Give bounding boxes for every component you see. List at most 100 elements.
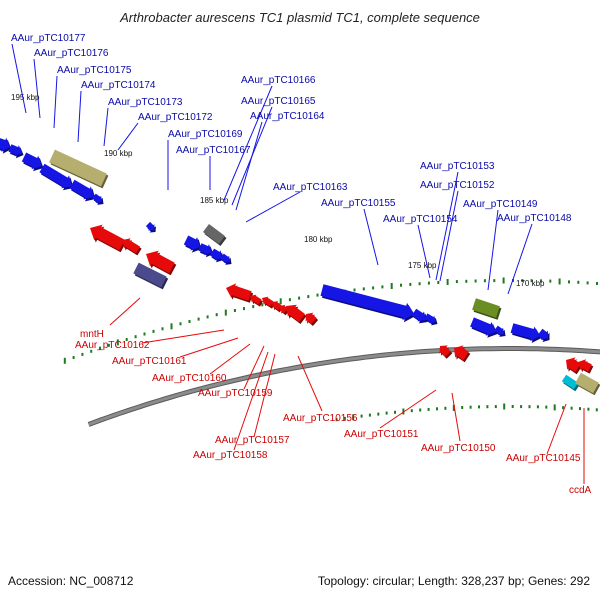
tick-mark <box>521 279 524 283</box>
gene-arrow-reverse <box>578 359 592 372</box>
tick-mark <box>483 279 486 283</box>
tick-mark <box>307 295 310 299</box>
reverse-gene-callout-line <box>243 345 265 390</box>
tick-mark <box>562 406 565 410</box>
tick-mark <box>595 408 598 412</box>
tick-mark <box>179 322 182 326</box>
tick-mark <box>528 405 531 409</box>
tick-mark <box>143 332 146 336</box>
tick-mark <box>596 282 598 285</box>
tick-mark <box>478 405 480 409</box>
gene-box <box>472 298 500 318</box>
gene-arrow-forward <box>494 325 504 335</box>
gene-arrow-reverse <box>439 345 451 357</box>
tick-mark <box>394 410 396 414</box>
forward-gene-label: AAur_pTC10148 <box>497 213 572 224</box>
gene-arrow-forward <box>39 163 72 189</box>
gene-box <box>49 149 107 187</box>
gene-arrow-reverse <box>146 250 175 274</box>
tick-mark <box>360 414 363 418</box>
tick-mark <box>570 406 573 410</box>
reverse-gene-callout-line <box>179 337 239 358</box>
reverse-gene-label: AAur_pTC10158 <box>193 450 268 461</box>
gene-box <box>133 262 167 288</box>
gene-box <box>561 374 579 390</box>
gene-arrow-reverse <box>279 304 288 314</box>
tick-mark <box>233 309 236 312</box>
gene-arrow-reverse <box>286 304 305 322</box>
reverse-gene-label: mntH <box>80 329 104 340</box>
tick-mark <box>288 298 291 302</box>
tick-mark <box>279 298 282 305</box>
forward-gene-label: AAur_pTC10172 <box>138 112 213 123</box>
forward-gene-label: AAur_pTC10154 <box>383 214 458 225</box>
tick-mark <box>486 405 489 409</box>
forward-gene-label: AAur_pTC10153 <box>420 161 495 172</box>
gene-arrow-forward <box>21 152 42 170</box>
gene-arrow-forward <box>183 235 200 251</box>
forward-gene-label: AAur_pTC10169 <box>168 129 243 140</box>
reverse-gene-label: AAur_pTC10151 <box>344 429 419 440</box>
tick-mark <box>116 339 119 346</box>
tick-mark <box>503 403 506 410</box>
tick-mark <box>494 405 497 409</box>
reverse-gene-label: AAur_pTC10157 <box>215 435 290 446</box>
forward-gene-label: AAur_pTC10176 <box>34 48 109 59</box>
tick-mark <box>81 352 84 356</box>
gene-arrow-forward <box>209 248 222 261</box>
tick-mark <box>90 349 93 353</box>
forward-gene-label: AAur_pTC10177 <box>11 33 86 44</box>
tick-mark <box>385 411 388 415</box>
reverse-gene-label: ccdA <box>569 485 592 496</box>
tick-mark <box>545 405 548 409</box>
forward-gene-callout-line <box>507 223 533 295</box>
forward-gene-label: AAur_pTC10175 <box>57 65 132 76</box>
tick-mark <box>437 281 440 284</box>
forward-gene-callout-line <box>53 75 58 129</box>
forward-gene-label: AAur_pTC10163 <box>273 182 348 193</box>
gene-arrow-reverse <box>90 224 125 251</box>
forward-gene-callout-line <box>439 190 459 282</box>
forward-gene-callout-line <box>33 58 41 119</box>
gene-arrow-reverse <box>122 238 141 254</box>
tick-mark <box>469 405 472 409</box>
tick-mark <box>125 338 128 341</box>
reverse-gene-callout-line <box>379 389 437 429</box>
reverse-gene-label: AAur_pTC10161 <box>112 356 187 367</box>
forward-gene-label: AAur_pTC10166 <box>241 75 316 86</box>
reverse-gene-label: AAur_pTC10162 <box>75 340 150 351</box>
reverse-gene-callout-line <box>209 343 251 375</box>
gene-arrow-forward <box>198 243 212 256</box>
reverse-gene-label: AAur_pTC10145 <box>506 453 581 464</box>
tick-mark <box>261 303 264 307</box>
tick-mark <box>63 357 66 364</box>
tick-mark <box>368 413 371 417</box>
tick-mark <box>418 282 421 286</box>
tick-mark <box>298 296 301 300</box>
tick-mark <box>427 281 430 285</box>
scale-label: 190 kbp <box>104 149 133 158</box>
gene-arrow-reverse <box>250 294 262 305</box>
reverse-gene-callout-line <box>451 392 461 442</box>
tick-mark <box>197 317 200 321</box>
tick-mark <box>587 407 590 411</box>
tick-mark <box>511 405 514 408</box>
gene-arrow-reverse <box>566 357 581 373</box>
tick-mark <box>586 281 589 285</box>
scale-label: 175 kbp <box>408 261 437 270</box>
reverse-gene-callout-line <box>253 353 276 438</box>
scale-label: 180 kbp <box>304 235 333 244</box>
tick-mark <box>188 320 191 323</box>
tick-mark <box>206 315 209 319</box>
tick-mark <box>410 409 413 413</box>
tick-mark <box>215 313 218 317</box>
map-title: Arthrobacter aurescens TC1 plasmid TC1, … <box>119 10 480 25</box>
tick-mark <box>390 283 393 289</box>
tick-mark <box>540 279 542 283</box>
tick-mark <box>419 408 422 412</box>
tick-mark <box>343 416 346 420</box>
backbone-arc <box>88 347 600 426</box>
tick-mark <box>493 279 496 283</box>
